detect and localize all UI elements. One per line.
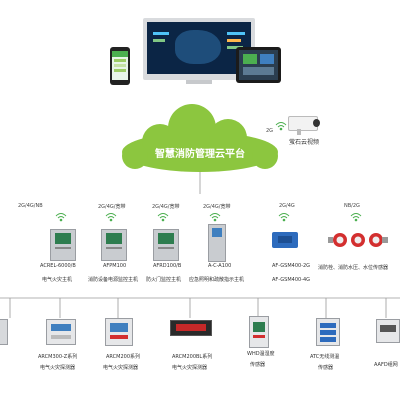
gateway-kiosk-4 <box>208 224 226 262</box>
gateway-module-5 <box>272 232 298 248</box>
detector-line1-5: WHD温湿度 <box>247 351 275 357</box>
detector-line2-2: 电气火灾探测器 <box>40 365 76 371</box>
detector-line2-3: 电气火灾探测器 <box>103 365 139 371</box>
detector-device-1 <box>0 319 8 345</box>
gateway-desc-3: 防火门监控主机 <box>146 277 182 283</box>
camera-net-label: 2G <box>266 128 274 134</box>
cloud-title: 智慧消防管理云平台 <box>155 149 245 160</box>
monitor-stand <box>186 80 212 84</box>
gateway-panel-2 <box>101 229 127 261</box>
detector-line2-4: 电气火灾探测器 <box>172 365 208 371</box>
gateway-desc-1: 电气火灾主机 <box>42 277 73 283</box>
gateway-net-1: 2G/4G/NB <box>18 203 43 209</box>
gateway-name-3: AFRD100/B <box>153 263 182 269</box>
gateway-panel-1 <box>50 229 76 261</box>
gateway-net-5: 2G/4G <box>279 203 295 209</box>
detector-line1-4: ARCM200BL系列 <box>172 354 213 360</box>
detector-device-4 <box>170 320 212 336</box>
detector-line2-5: 传感器 <box>250 362 266 368</box>
gateway-net-3: 2G/4G/宽带 <box>152 204 180 210</box>
detector-device-5 <box>249 316 269 348</box>
detector-device-6 <box>316 318 340 346</box>
gateway-panel-3 <box>153 229 179 261</box>
gateway-net-4: 2G/4G/宽带 <box>203 204 231 210</box>
gateway-net-2: 2G/4G/宽带 <box>98 204 126 210</box>
gateway-name-1: ACREL-6000/B <box>40 263 76 269</box>
detector-device-3 <box>105 318 133 346</box>
detector-device-7 <box>376 319 400 343</box>
gateway-desc-4: 应急照明和疏散指示主机 <box>189 277 245 283</box>
detector-line1-6: ATC无线测温 <box>310 354 340 360</box>
detector-line1-7: AAFD组网 <box>374 362 398 368</box>
gateway-desc-5: AF-GSM400-4G <box>272 277 311 283</box>
tablet-device <box>236 47 281 83</box>
gateway-name-4: A-C-A100 <box>208 263 232 269</box>
detector-line1-3: ARCM200系列 <box>106 354 140 360</box>
camera-label: 萤石云视频 <box>289 139 320 146</box>
gateway-desc-2: 消防设备电源监控主机 <box>88 277 139 283</box>
gateway-net-6: NB/2G <box>344 203 360 209</box>
gateway-desc-6: 消防栓、消防水压、水位传感器 <box>318 265 389 271</box>
detector-line1-2: ARCM300-Z系列 <box>38 354 78 360</box>
phone-device <box>110 47 130 85</box>
detector-line2-6: 传感器 <box>318 365 334 371</box>
detector-device-2 <box>46 319 76 345</box>
gateway-name-2: AFPM100 <box>103 263 127 269</box>
camera-icon <box>288 116 320 135</box>
gateway-name-5: AF-GSM400-2G <box>272 263 311 269</box>
